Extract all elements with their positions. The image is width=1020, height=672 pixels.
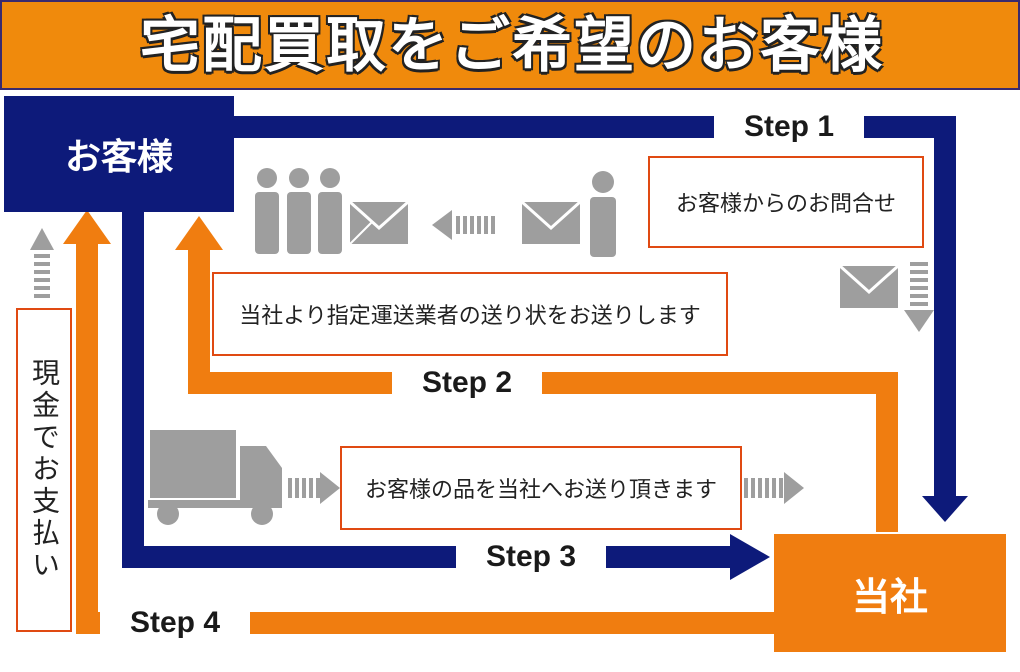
step2-text-box: 当社より指定運送業者の送り状をお送りします [212,272,728,356]
company-node: 当社 [851,574,928,619]
dotted-arrow-up-icon [30,228,54,298]
step2-right-vertical [876,372,898,532]
truck-icon [148,430,282,525]
customer-node: お客様 [64,137,173,178]
step1-arrowhead [922,496,968,522]
step3-arrowhead [730,534,770,580]
people-icon-group [255,168,616,257]
step2-line [188,372,898,394]
step4-label: Step 4 [100,606,250,640]
person-icon [255,168,279,254]
person-icon [318,168,342,254]
banner-title: 宅配買取をご希望のお客様 [140,11,884,81]
dotted-arrow-down-icon [904,262,934,332]
step4-line [76,612,776,634]
step4-vertical [76,238,98,634]
step1-label: Step 1 [714,110,864,144]
step4-arrowhead [63,210,111,244]
title-banner: 宅配買取をご希望のお客様 [0,0,1020,90]
person-icon [287,168,311,254]
step3-line [122,546,732,568]
dotted-arrow-right-icon [288,472,340,504]
flow-diagram [4,96,1006,652]
step1-down-line [934,116,956,496]
step3-label: Step 3 [456,540,606,574]
dotted-arrow-right-icon [744,472,804,504]
envelope-icon [348,200,410,245]
step3-vertical-line [122,210,144,568]
step4-text-box: 現金でお支払い [16,308,72,632]
step2-label: Step 2 [392,366,542,400]
dotted-arrow-left-icon [432,210,495,240]
envelope-icon [838,264,900,308]
company-node-bg [774,534,1006,652]
person-icon [590,171,616,257]
step1-text-box: お客様からのお問合せ [648,156,924,248]
step2-left-vertical [188,244,210,394]
envelope-icon [520,200,582,244]
step2-arrowhead [175,216,223,250]
customer-node-bg [4,96,234,212]
step3-text-box: お客様の品を当社へお送り頂きます [340,446,742,530]
orange-flow-lines [63,210,898,634]
